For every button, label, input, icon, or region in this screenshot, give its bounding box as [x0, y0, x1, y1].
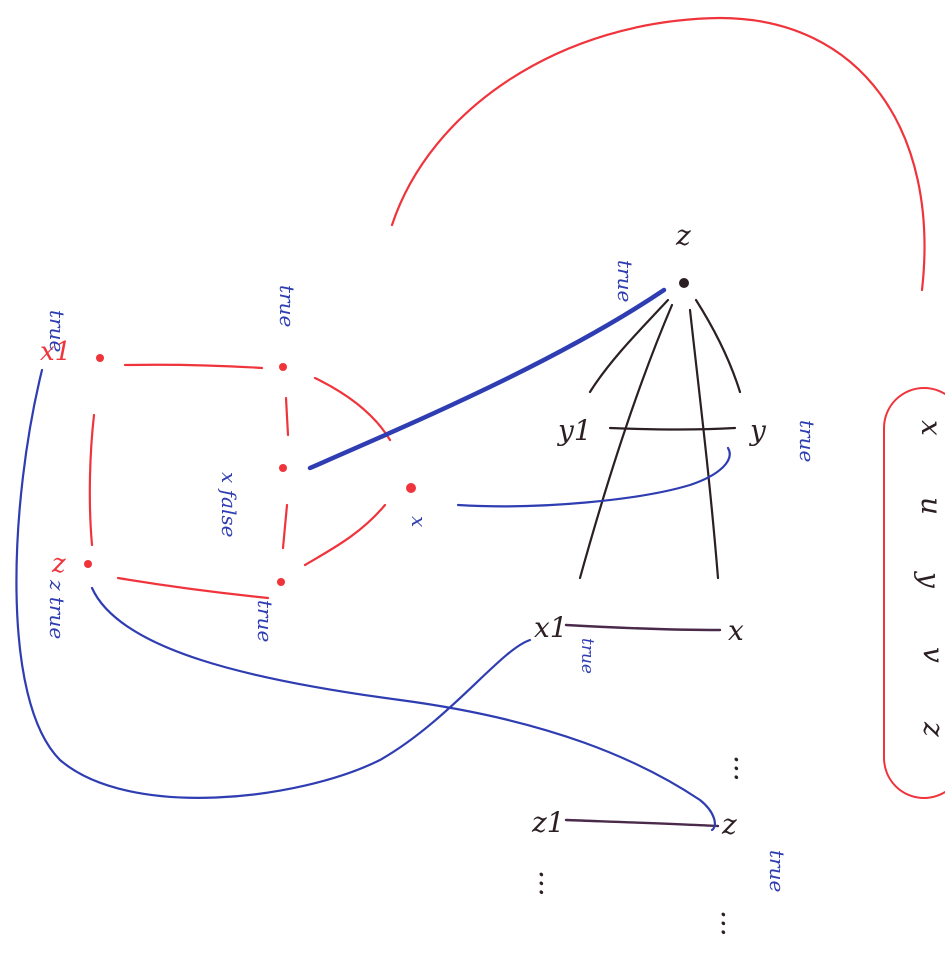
red-node-bm [277, 578, 285, 586]
red-edge-top [123, 363, 264, 370]
edge-z-x [688, 308, 720, 580]
blue-connections [15, 287, 731, 832]
order-item-4: v [917, 647, 945, 663]
order-item-5: z [917, 721, 945, 737]
order-item-3: y [913, 570, 945, 589]
order-item-1: x [915, 420, 945, 436]
black-tree [564, 278, 742, 828]
red-node-r [406, 483, 416, 493]
true-label-tm: true [275, 285, 299, 327]
red-label-bl: z [51, 549, 66, 579]
red-edge-left [88, 413, 96, 547]
true-label-tl: true [45, 310, 69, 352]
order-list-frame [883, 387, 945, 799]
true-label-y: true [795, 420, 819, 462]
red-label-tl: x1 [40, 337, 71, 367]
red-node-tm [279, 363, 287, 371]
red-node-tl [96, 354, 104, 362]
edge-z-y [694, 298, 742, 394]
red-edge-bottom [116, 576, 270, 600]
red-node-bl [84, 560, 92, 568]
edge-y1-y [608, 426, 737, 431]
edge-z1-z [564, 818, 720, 828]
label-top-z: z [675, 219, 691, 252]
true-label-z: true [613, 260, 637, 302]
label-y: y [748, 414, 767, 447]
blue-thick-edge [307, 287, 667, 471]
true-label-bottom: true [765, 850, 789, 892]
top-node-dot [679, 278, 689, 288]
z-true-label: z true [45, 579, 69, 639]
blue-edge-x-y [456, 446, 731, 508]
order-item-2: u [915, 497, 945, 515]
label-z1: z1 [531, 806, 565, 839]
red-edge-mid-lower [281, 503, 289, 550]
top-red-arc [390, 16, 926, 292]
edge-x1-x [564, 623, 722, 632]
label-z: z [721, 808, 737, 841]
label-y1: y1 [556, 414, 592, 447]
red-edge-bottom-right [303, 503, 387, 567]
edge-z-y1 [588, 298, 670, 394]
blue-edge-z-z [90, 586, 716, 832]
dots-right-upper: ... [728, 755, 761, 782]
false-label-c: x false [217, 472, 241, 537]
label-x1: x1 [534, 611, 568, 644]
blue-loop-left [15, 368, 532, 799]
red-node-c [279, 464, 287, 472]
true-label-x1: true [577, 638, 597, 674]
order-list: x u y v z [883, 387, 945, 799]
dots-left: ... [533, 870, 566, 897]
true-label-bm: true [253, 600, 277, 642]
red-edge-top-right [313, 376, 392, 442]
red-graph [84, 354, 416, 600]
label-x: x [728, 614, 744, 647]
dots-right-lower: ... [715, 910, 748, 937]
red-edge-mid-upper [284, 396, 290, 437]
x-label-r: x [407, 516, 431, 527]
